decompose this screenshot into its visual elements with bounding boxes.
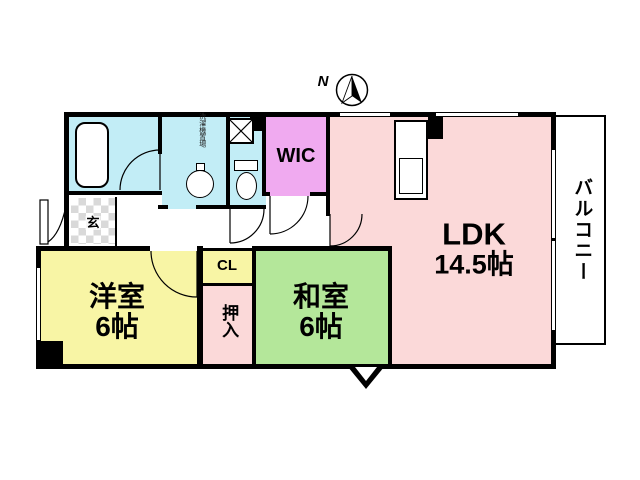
ldk-name: LDK [442, 216, 506, 252]
western-room-name: 洋室 [88, 280, 146, 312]
window-balcony-mullion [551, 238, 556, 241]
bathtub [75, 122, 109, 188]
compass-needle-light [341, 75, 353, 105]
compass-north-label: N [317, 72, 329, 90]
wall-toilet-left [226, 112, 230, 209]
wall-washroom-bottom-b [196, 205, 226, 209]
oshiire-area [203, 286, 252, 364]
washbasin-faucet [196, 163, 205, 171]
toilet-bowl [236, 172, 257, 200]
washbasin-bowl [186, 170, 214, 198]
genkan-step-line [115, 197, 117, 246]
ldk-size: 14.5帖 [434, 250, 514, 281]
wall-japanese-room-top [252, 246, 392, 251]
kitchen-sink [399, 158, 423, 194]
wall-left-upper [64, 112, 69, 248]
balcony-area [556, 115, 606, 345]
wic-area [266, 117, 326, 196]
pillar-kitchen [428, 117, 443, 139]
wall-oshiire-right [252, 246, 256, 364]
wall-western-room-right [197, 246, 203, 364]
toilet-tank [234, 160, 258, 171]
japanese-room-label: 和室 6帖 [292, 280, 350, 342]
wall-wic-right [326, 112, 330, 196]
laundry-label: 洗濯機置場 [198, 112, 206, 148]
balcony-label: バルコニー [571, 177, 593, 283]
south-marker-outer [348, 367, 384, 389]
south-marker-inner [355, 367, 377, 381]
wall-top [64, 112, 556, 117]
window-top-2 [436, 112, 518, 117]
laundry-pan [228, 118, 254, 144]
wic-label: WIC [276, 145, 316, 168]
wall-wic-bottom-b [310, 192, 330, 196]
genkan-label: 玄 [85, 214, 101, 231]
cl-area [203, 251, 252, 283]
ldk-label: LDK 14.5帖 [434, 216, 514, 281]
wall-bath-bottom [64, 191, 162, 195]
wall-cl-top-rail [203, 248, 252, 251]
wall-western-room-top [36, 246, 150, 251]
wall-bottom [36, 364, 556, 369]
pillar-southwest [40, 341, 63, 364]
ldk-area-lower [392, 246, 551, 364]
cl-label: CL [217, 256, 237, 274]
wall-japanese-room-right [388, 246, 392, 364]
wall-hall-ldk [326, 196, 330, 216]
wall-bath-right [158, 112, 162, 154]
window-top-1 [340, 112, 390, 117]
toilet-door-arc [229, 208, 265, 244]
window-western-room [36, 268, 41, 340]
western-room-size: 6帖 [95, 311, 139, 342]
japanese-room-name: 和室 [292, 280, 350, 312]
entrance-door-leaf [39, 199, 49, 245]
japanese-room-size: 6帖 [299, 311, 343, 342]
wic-door-arc [269, 195, 309, 235]
wall-toilet-bottom [226, 205, 266, 209]
oshiire-label: 押入 [219, 304, 239, 338]
compass-needle-dark [352, 76, 362, 103]
wall-washroom-bottom-a [158, 205, 168, 209]
western-room-label: 洋室 6帖 [88, 280, 146, 342]
japanese-room-area [256, 251, 388, 364]
wall-cl-oshiire-divider [203, 283, 252, 286]
wall-wic-left [262, 112, 266, 196]
compass-circle [335, 73, 369, 107]
wall-wic-bottom-a [262, 192, 270, 196]
